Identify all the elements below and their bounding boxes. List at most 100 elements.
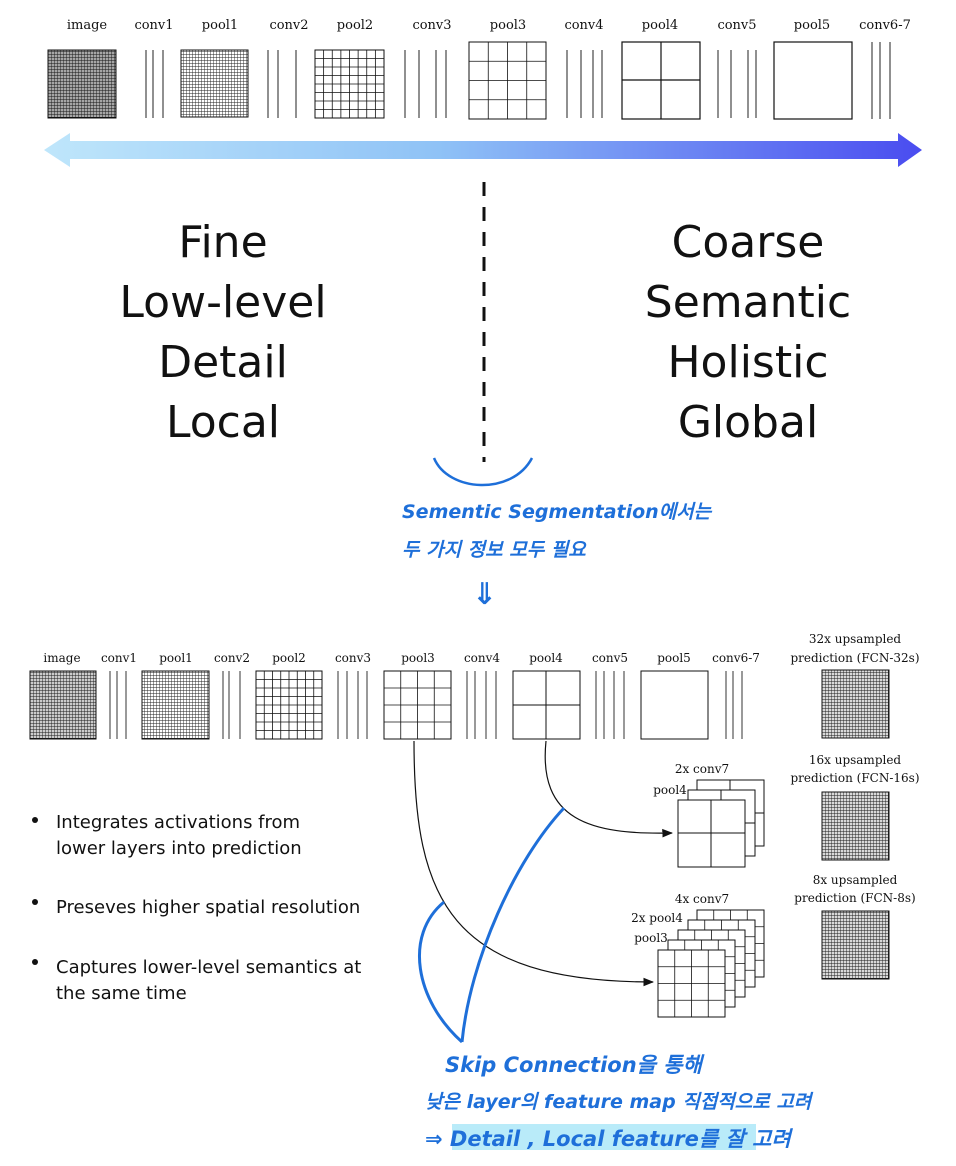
left-descriptors: Fine Low-level Detail Local [119,217,326,448]
top-label-image: image [67,18,108,33]
out32-label-1: 32x upsampled [809,632,902,646]
note-top-line1: Sementic Segmentation에서는 [402,501,713,523]
fcn-label-pool4: pool4 [529,651,563,665]
blue-curve-right [460,806,566,1043]
note-top-arrow: ⇓ [472,577,497,612]
fcn-pool4-grid [512,670,581,740]
bottom-handwritten-note: Skip Connection을 통해 낮은 layer의 feature ma… [425,1053,814,1151]
fcn-pool1-grid [141,670,210,740]
fcn-label-conv5: conv5 [592,651,628,665]
top-conv3-lines [404,50,447,118]
bullet-1-line-2: lower layers into prediction [56,838,302,859]
right-word-coarse: Coarse [672,217,825,268]
fcn-label-conv6-7: conv6-7 [712,651,760,665]
fcn-conv6-7-lines [725,671,743,739]
fcn-pool3-grid [383,670,452,740]
top-conv1-lines [145,50,164,118]
conv7-2x-label: 2x conv7 [675,762,729,776]
highlight-bar [452,1124,756,1150]
fcn-conv1-lines [109,671,127,739]
top-label-pool1: pool1 [202,18,238,33]
fcn-pool5-box [640,670,709,740]
note-top-line2: 두 가지 정보 모두 필요 [402,539,587,561]
pool3-small-label: pool3 [634,931,668,945]
fcn-label-conv3: conv3 [335,651,371,665]
fcn-label-conv1: conv1 [101,651,137,665]
top-pool4-grid [621,41,701,120]
pool4-small-label: pool4 [653,783,687,797]
note-bottom-line2: 낮은 layer의 feature map 직접적으로 고려 [425,1091,814,1113]
top-label-pool3: pool3 [490,18,526,33]
top-image-tile [47,49,117,119]
fine-to-coarse-arrow [44,133,922,167]
out16-tile [821,791,890,861]
bullet-list: Integrates activations from lower layers… [32,812,361,1004]
skip-arrow-pool3 [413,740,655,987]
fcn-conv3-lines [337,671,368,739]
out8-label-2: prediction (FCN-8s) [794,891,915,905]
fcn-pool2-grid [255,670,323,740]
stack-4x [657,909,765,1018]
left-word-detail: Detail [158,337,288,388]
out32-tile [821,669,890,739]
bullet-1-line-1: Integrates activations from [56,812,300,833]
top-conv4-lines [566,50,603,118]
right-word-holistic: Holistic [667,337,828,388]
top-label-conv5: conv5 [717,18,756,33]
fcn-label-conv4: conv4 [464,651,500,665]
note-bottom-line1: Skip Connection을 통해 [445,1053,705,1077]
fcn-label-image: image [43,651,80,665]
pool4-2x-label: 2x pool4 [631,911,683,925]
top-label-conv1: conv1 [134,18,173,33]
top-label-conv3: conv3 [412,18,451,33]
fcn-label-pool3: pool3 [401,651,435,665]
top-pool1-grid [180,49,249,118]
right-word-global: Global [678,397,818,448]
fcn-conv4-lines [466,671,497,739]
right-word-semantic: Semantic [645,277,851,328]
right-descriptors: Coarse Semantic Holistic Global [645,217,851,448]
top-label-pool5: pool5 [794,18,830,33]
fcn-conv5-lines [595,671,625,739]
note-bottom-line3: ⇒ Detail , Local feature를 잘 고려 [425,1127,793,1151]
blue-curve-left [417,900,464,1044]
top-handwritten-note: Sementic Segmentation에서는 두 가지 정보 모두 필요 ⇓ [402,501,713,612]
bullet-3-line-1: Captures lower-level semantics at [56,957,361,978]
top-pool5-box [773,41,853,120]
conv7-4x-label: 4x conv7 [675,892,729,906]
fcn-conv2-lines [222,671,241,739]
bullet-dot-2 [32,899,38,905]
out16-label-2: prediction (FCN-16s) [790,771,919,785]
fcn-labels: image conv1 pool1 conv2 pool2 conv3 pool… [43,632,919,945]
fcn-label-pool5: pool5 [657,651,691,665]
top-label-pool4: pool4 [642,18,678,33]
left-word-fine: Fine [178,217,267,268]
top-label-conv2: conv2 [269,18,308,33]
skip-arrow-pool4 [544,740,674,838]
out8-tile [821,910,890,980]
left-word-low-level: Low-level [119,277,326,328]
top-pool3-grid [468,41,547,120]
top-strip: image conv1 pool1 conv2 pool2 conv3 pool… [67,18,911,33]
top-label-conv6-7: conv6-7 [859,18,911,33]
out32-label-2: prediction (FCN-32s) [790,651,919,665]
bullet-2-line-1: Preseves higher spatial resolution [56,897,360,918]
top-pool2-grid [314,49,385,119]
top-conv2-lines [267,50,297,118]
top-conv6-7-lines [871,42,891,119]
left-word-local: Local [166,397,280,448]
bullet-3-line-2: the same time [56,983,187,1004]
top-label-conv4: conv4 [564,18,603,33]
merge-curve [432,457,534,487]
fcn-image-tile [29,670,97,740]
bullet-dot-3 [32,959,38,965]
top-label-pool2: pool2 [337,18,373,33]
fcn-label-conv2: conv2 [214,651,250,665]
fcn-label-pool1: pool1 [159,651,193,665]
stack-2x [677,779,765,868]
bullet-dot-1 [32,817,38,823]
top-conv5-lines [717,50,757,118]
fcn-label-pool2: pool2 [272,651,306,665]
out16-label-1: 16x upsampled [809,753,902,767]
